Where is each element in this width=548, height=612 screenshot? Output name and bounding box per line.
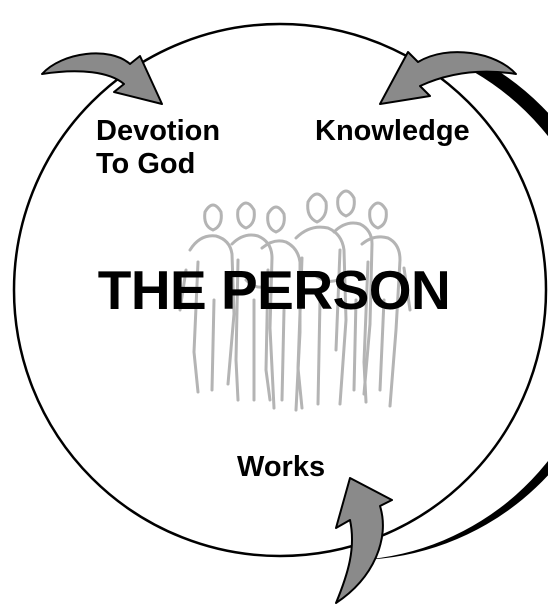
node-label-devotion-line1: Devotion — [96, 115, 221, 147]
group-of-people-icon — [178, 189, 412, 412]
node-label-knowledge-line1: Knowledge — [315, 115, 470, 147]
curved-arrow-icon-knowledge — [379, 51, 517, 105]
curved-arrow-icon-devotion — [41, 52, 163, 105]
node-label-works-line1: Works — [237, 451, 326, 483]
cycle-ring — [12, 22, 548, 558]
node-label-knowledge: Knowledge — [315, 115, 470, 148]
node-label-devotion: Devotion To God — [96, 115, 220, 182]
circle-shadow — [360, 55, 548, 560]
node-label-works: Works — [237, 451, 325, 484]
node-label-devotion-line2: To God — [96, 148, 196, 181]
center-label: THE PERSON — [97, 259, 451, 321]
curved-arrow-icon-works — [335, 477, 393, 604]
